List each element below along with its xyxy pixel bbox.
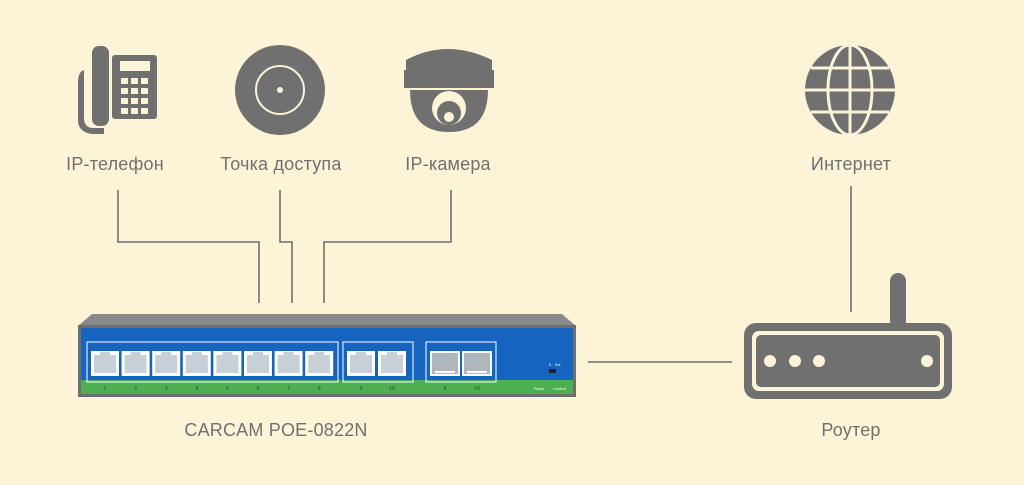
rj45-port bbox=[182, 351, 211, 376]
sfp-number: 9 bbox=[443, 386, 446, 392]
line-access-point bbox=[279, 190, 293, 303]
port-number: 2 bbox=[134, 386, 137, 392]
globe-icon bbox=[805, 43, 895, 137]
port-number: 9 bbox=[359, 386, 362, 392]
access-point-label: Точка доступа bbox=[220, 154, 342, 174]
sfp-port bbox=[462, 351, 492, 376]
rj45-ports bbox=[91, 351, 406, 376]
port-number: 7 bbox=[287, 386, 290, 392]
sfp-ports bbox=[430, 351, 492, 376]
ip-camera-label: IP-камера bbox=[405, 154, 491, 174]
rj45-port bbox=[378, 351, 406, 376]
ip-phone-icon bbox=[78, 46, 157, 134]
control-label: Control bbox=[553, 387, 566, 391]
sfp-number: 10 bbox=[474, 386, 480, 392]
port-number: 1 bbox=[103, 386, 106, 392]
port-group-b bbox=[342, 341, 414, 383]
connection-lines bbox=[117, 186, 852, 363]
port-number: 8 bbox=[318, 386, 321, 392]
sfp-port bbox=[430, 351, 460, 376]
indicator-label-s: S bbox=[549, 363, 552, 367]
switch-device: 1 2 3 4 5 6 7 8 9 10 9 10 S Ext Power Control bbox=[78, 314, 576, 397]
rj45-port bbox=[121, 351, 150, 376]
internet-label: Интернет bbox=[810, 154, 892, 174]
ip-phone-label: IP-телефон bbox=[66, 154, 164, 174]
port-number: 5 bbox=[226, 386, 229, 392]
port-number: 10 bbox=[389, 386, 395, 392]
rj45-port bbox=[213, 351, 242, 376]
port-number-labels: 1 2 3 4 5 6 7 8 9 10 bbox=[103, 386, 395, 392]
status-indicators: S Ext Power Control bbox=[534, 363, 566, 391]
sfp-number-labels: 9 10 bbox=[443, 386, 480, 392]
router-label: Роутер bbox=[821, 420, 881, 440]
rj45-port bbox=[244, 351, 272, 376]
line-ip-phone bbox=[117, 190, 260, 303]
access-point-icon bbox=[235, 45, 325, 135]
rj45-port bbox=[152, 351, 181, 376]
sfp-group bbox=[425, 341, 497, 383]
rj45-port bbox=[274, 351, 303, 376]
switch-label: CARCAM POE-0822N bbox=[184, 420, 368, 440]
rj45-port bbox=[305, 351, 334, 376]
router-device bbox=[744, 273, 952, 399]
power-label: Power bbox=[534, 387, 545, 391]
rj45-port bbox=[91, 351, 119, 376]
ip-camera-icon bbox=[404, 49, 494, 132]
port-group-a bbox=[86, 341, 339, 383]
port-number: 6 bbox=[256, 386, 259, 392]
rj45-port bbox=[347, 351, 375, 376]
line-ip-camera bbox=[323, 190, 452, 303]
indicator-label-ext: Ext bbox=[555, 363, 561, 367]
port-number: 3 bbox=[165, 386, 168, 392]
port-number: 4 bbox=[195, 386, 198, 392]
antenna-icon bbox=[890, 273, 906, 329]
